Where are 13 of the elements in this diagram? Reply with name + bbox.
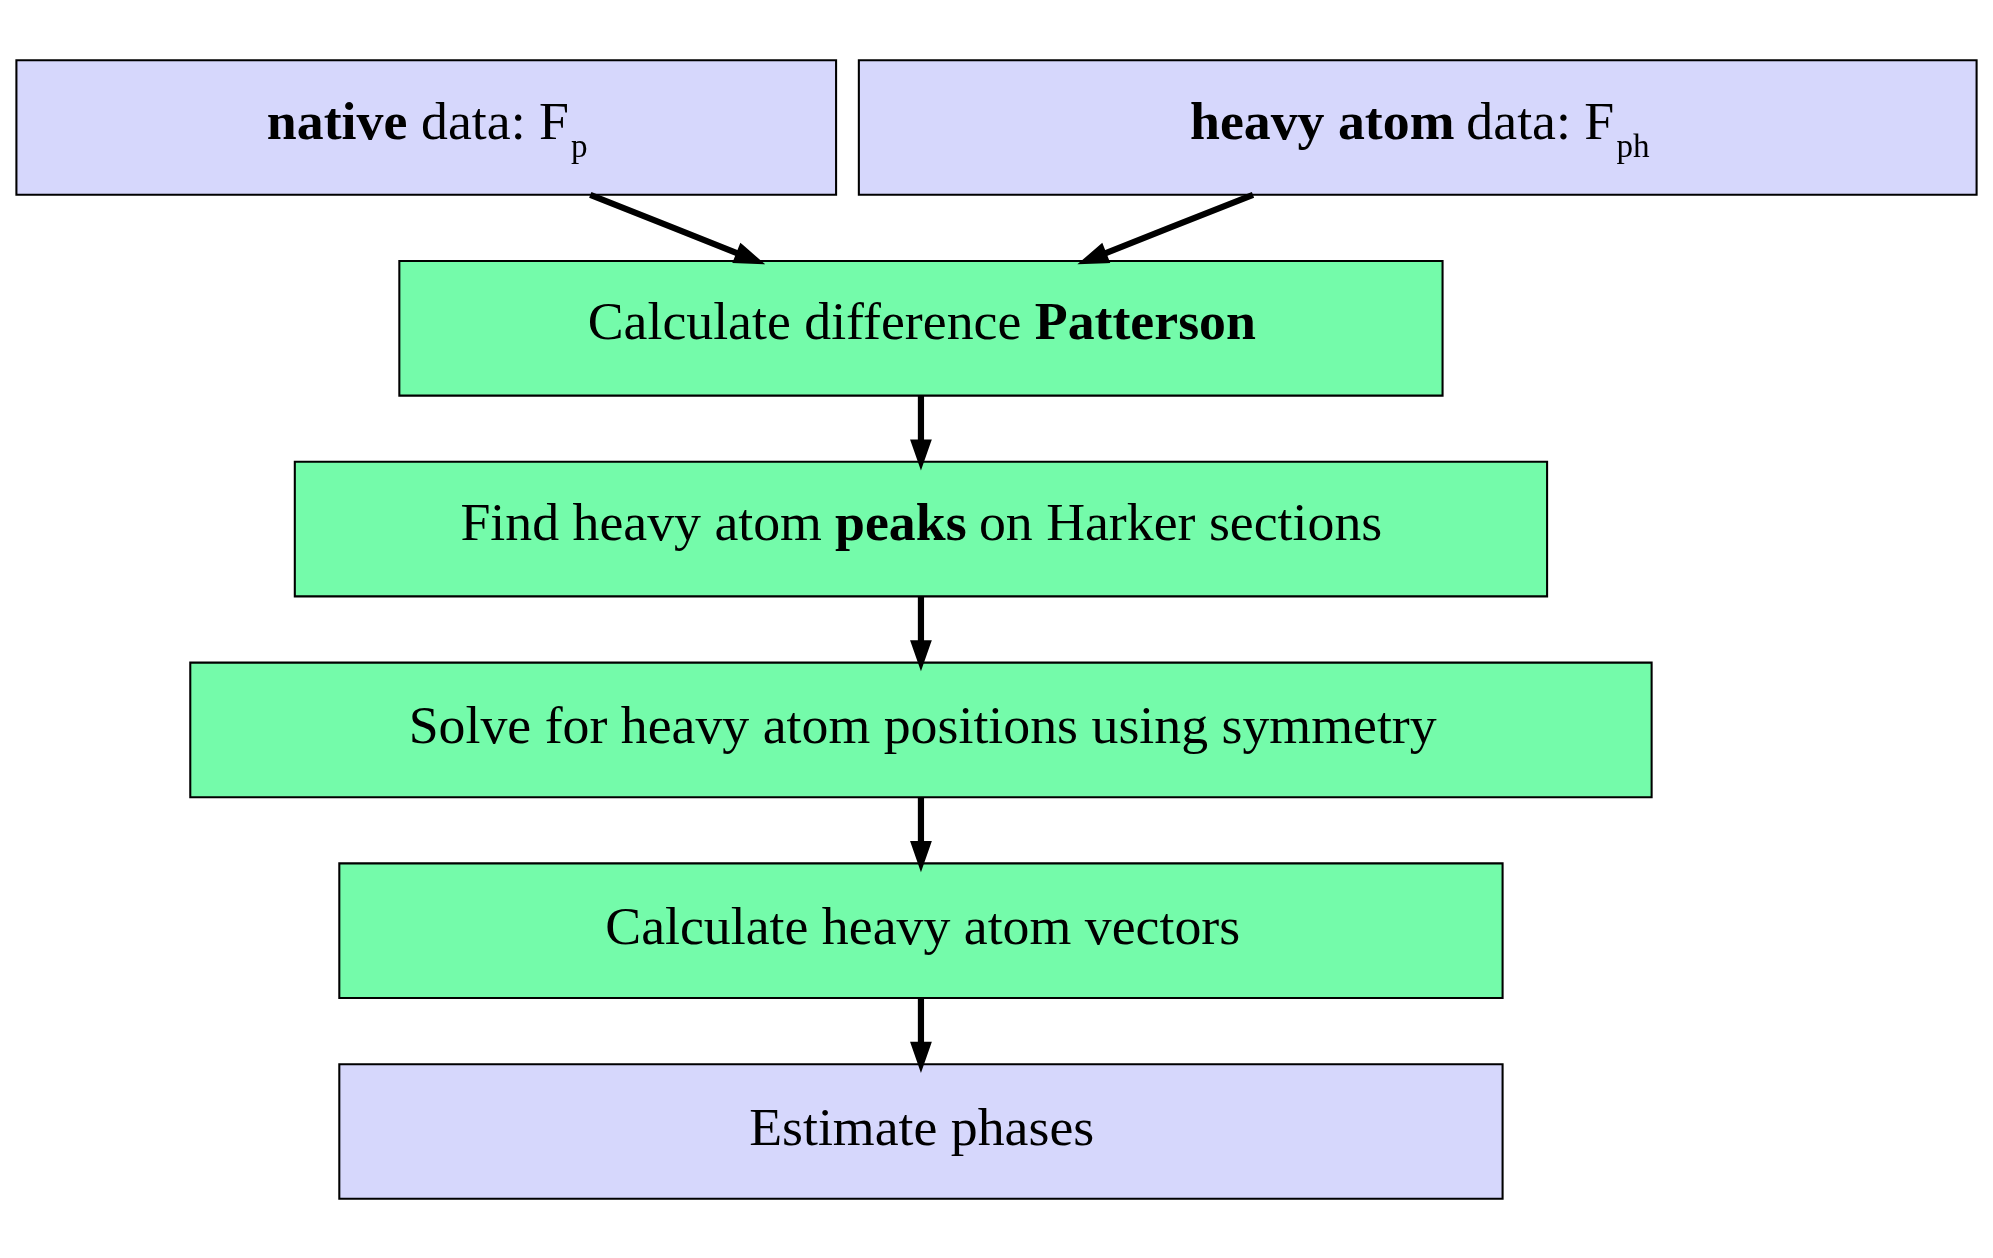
node-box: native data: F$_{p}$	[15, 58, 838, 196]
arrow	[910, 596, 932, 671]
arrow	[1077, 191, 1255, 264]
node-box: heavy atom data: F$_{ph}$	[857, 58, 1978, 196]
arrow	[589, 191, 766, 264]
arrow	[910, 997, 932, 1073]
node-box: Solve for heavy atom positions using symmetry	[189, 661, 1653, 798]
node-box: Calculate heavy atom vectors	[338, 861, 1504, 999]
node-box: Find heavy atom peaks on Harker sections	[293, 460, 1549, 597]
node-box: Calculate difference Patterson	[398, 259, 1444, 397]
arrow	[910, 796, 932, 872]
node-box: Estimate phases	[338, 1062, 1504, 1200]
arrow	[910, 395, 932, 471]
